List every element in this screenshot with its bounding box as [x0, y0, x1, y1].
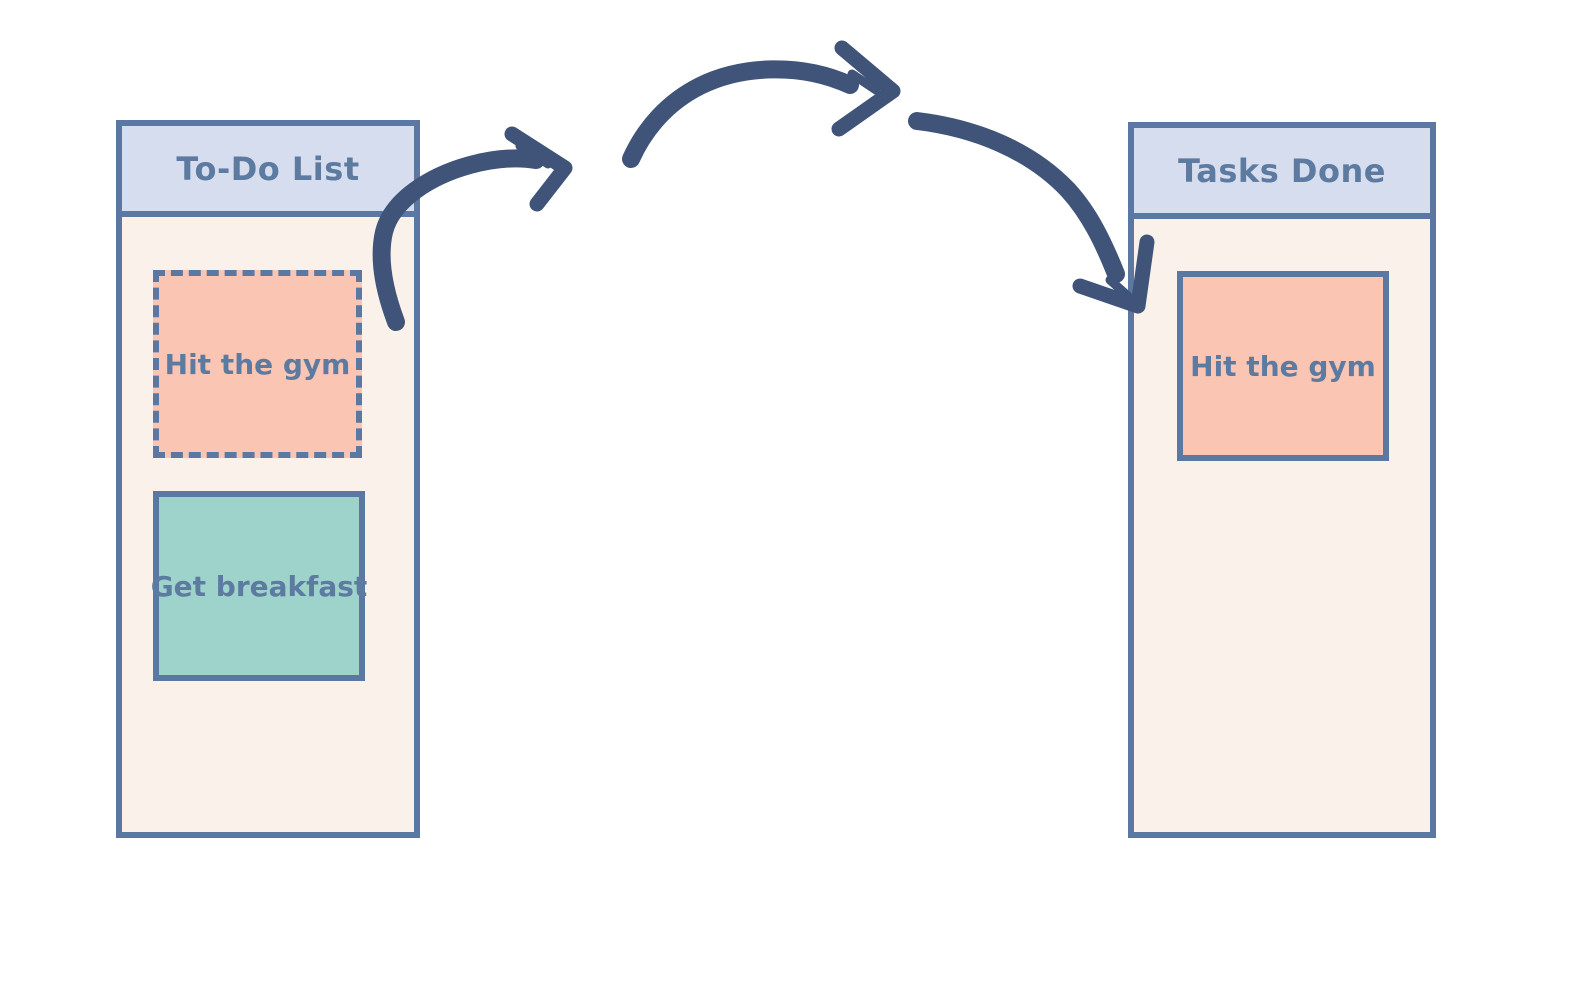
todo-list-header: To-Do List [122, 126, 414, 217]
tasks-done-header: Tasks Done [1134, 128, 1430, 219]
card-get-breakfast[interactable]: Get breakfast [150, 491, 368, 681]
card-label: Get breakfast [150, 569, 368, 603]
card-hit-the-gym-placeholder[interactable]: Hit the gym [153, 270, 362, 458]
card-label: Hit the gym [1190, 349, 1376, 383]
drag-arrow-segment-3 [908, 112, 1155, 314]
drag-arrow-segment-2 [622, 40, 901, 168]
card-hit-the-gym-done[interactable]: Hit the gym [1177, 271, 1389, 461]
tasks-done-title: Tasks Done [1178, 151, 1386, 190]
todo-list-title: To-Do List [176, 149, 360, 188]
todo-list-panel: To-Do List Hit the gym Get breakfast [116, 120, 420, 838]
card-label: Hit the gym [164, 347, 351, 381]
tasks-done-panel: Tasks Done Hit the gym [1128, 122, 1436, 838]
